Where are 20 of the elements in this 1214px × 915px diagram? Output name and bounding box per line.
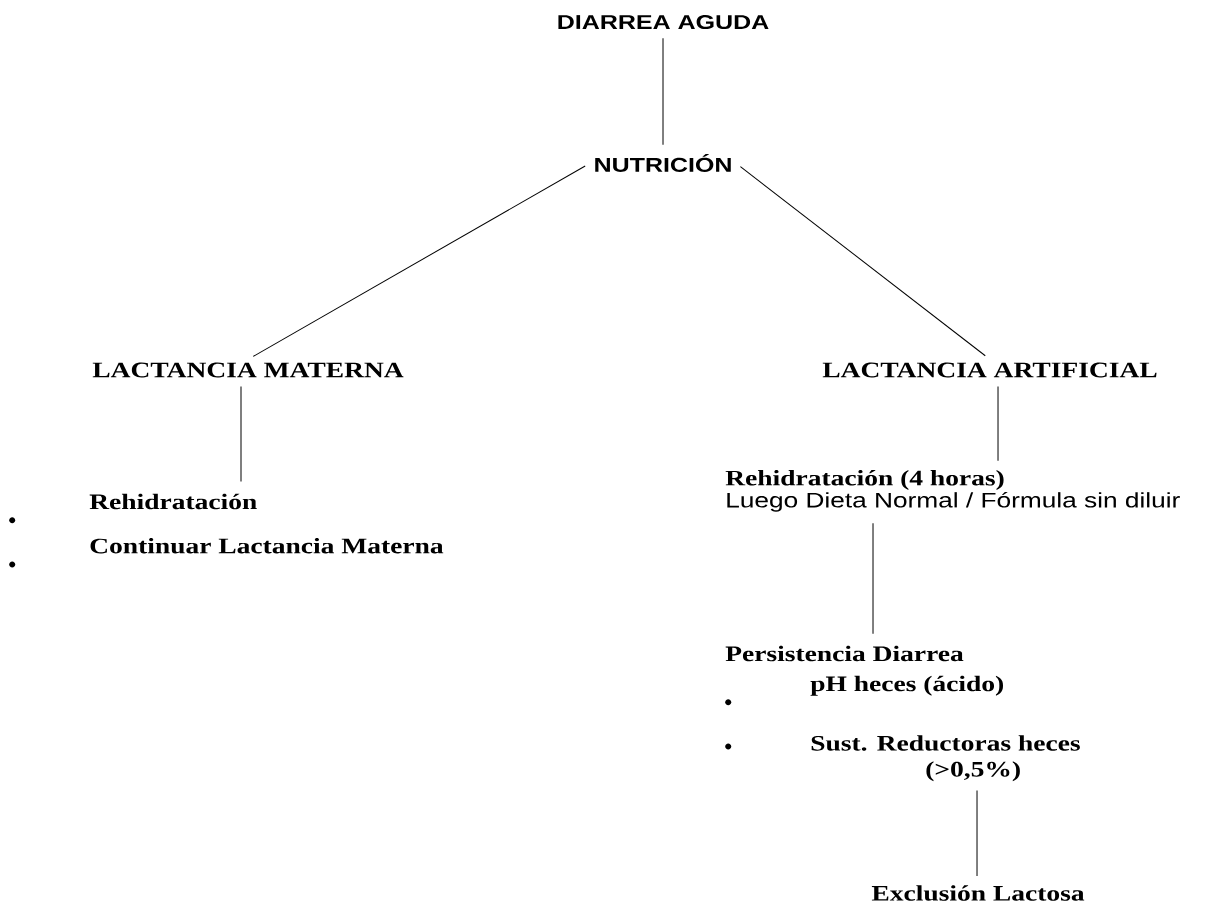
bullet-list: Rehidratación Continuar Lactancia Materna bbox=[9, 493, 444, 568]
node-label: Continuar Lactancia Materna bbox=[90, 537, 444, 554]
step-text: Rehidratación (4 horas) Luego Dieta Normal / Fórmula sin diluir bbox=[725, 470, 1180, 512]
heading-text: LACTANCIA ARTIFICIAL bbox=[822, 362, 1157, 378]
connector-line bbox=[252, 165, 586, 357]
connector-line bbox=[739, 166, 986, 357]
heading-text: LACTANCIA MATERNA bbox=[92, 362, 404, 378]
connector-line bbox=[240, 386, 242, 483]
node-label: Persistencia Diarrea bbox=[725, 645, 964, 662]
node-label: Sust. Reductoras heces (>0,5%) bbox=[811, 735, 1080, 782]
connector-line bbox=[976, 789, 978, 877]
step-text: Exclusión Lactosa bbox=[871, 885, 1085, 901]
node-label: Rehidratación bbox=[89, 493, 257, 510]
title-text: DIARREA AGUDA bbox=[558, 14, 769, 30]
connector-line bbox=[662, 37, 664, 146]
connector-line bbox=[872, 522, 874, 635]
node-label: pH heces (ácido) bbox=[810, 675, 1004, 696]
connector-line bbox=[997, 386, 999, 462]
heading-text: NUTRICIÓN bbox=[595, 154, 731, 172]
bullet-list: Persistencia Diarrea pH heces (ácido) Sust. Reductoras heces (>0,5%) bbox=[725, 645, 1080, 782]
